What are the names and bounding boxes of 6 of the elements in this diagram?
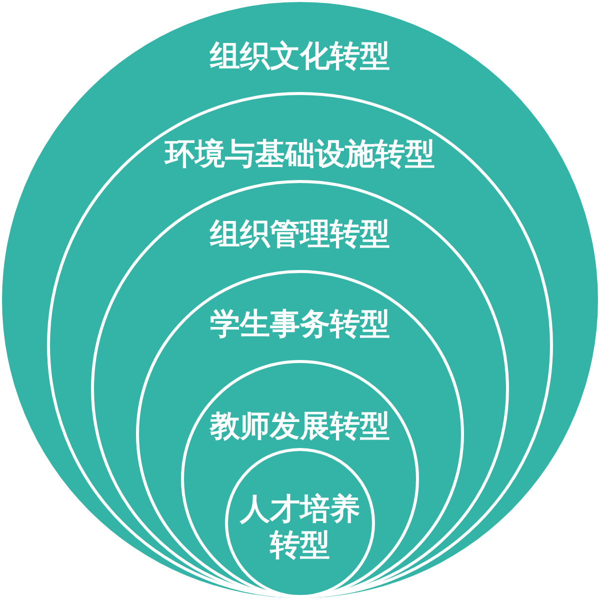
layer-label: 组织管理转型: [210, 217, 390, 253]
layer-label: 环境与基础设施转型: [165, 137, 435, 173]
layer-label: 人才培养转型: [238, 492, 361, 564]
layer-label: 学生事务转型: [210, 307, 390, 343]
layer-label: 教师发展转型: [210, 409, 390, 445]
layer-label: 组织文化转型: [210, 39, 390, 75]
